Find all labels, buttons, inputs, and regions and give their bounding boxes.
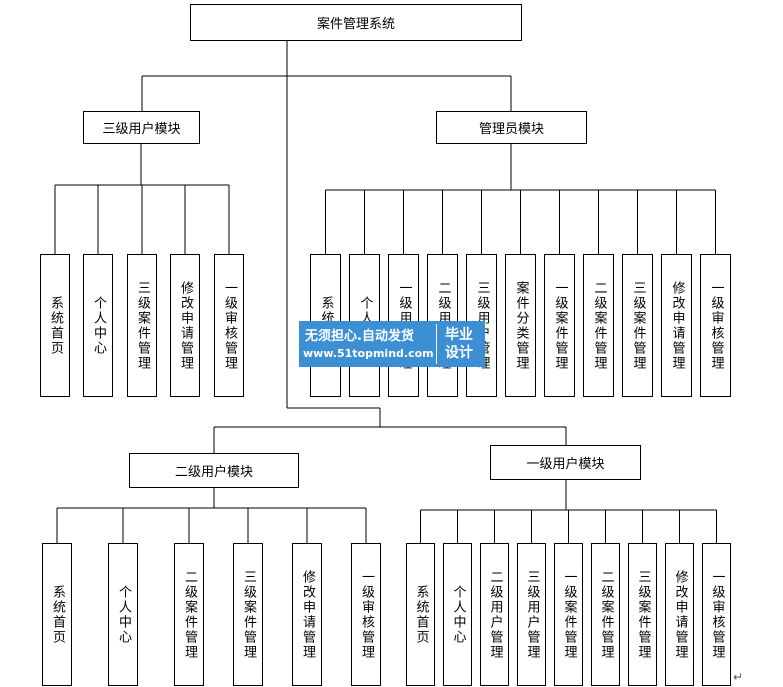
function-label: 系统首页	[50, 584, 65, 645]
function-label: 个人中心	[450, 584, 466, 645]
function-label: 一级案件管理	[561, 569, 577, 660]
level1-function-8: 修改申请管理	[665, 543, 694, 686]
function-label: 一级审核管理	[709, 569, 725, 660]
function-label: 二级用户管理	[487, 569, 503, 660]
function-label: 三级案件管理	[635, 569, 651, 660]
level3-function-2: 个人中心	[83, 254, 113, 397]
watermark-url: www.51topmind.com	[303, 347, 434, 360]
function-label: 个人中心	[91, 295, 106, 356]
module-level3-user: 三级用户模块	[83, 111, 200, 144]
function-label: 二级案件管理	[598, 569, 614, 660]
function-label: 系统首页	[48, 295, 63, 356]
level1-function-1: 系统首页	[406, 543, 435, 686]
function-label: 修改申请管理	[672, 569, 688, 660]
function-label: 一级审核管理	[222, 280, 237, 371]
paragraph-return-mark: ↵	[733, 670, 744, 684]
admin-function-9: 三级案件管理	[622, 254, 653, 397]
level3-function-4: 修改申请管理	[170, 254, 200, 397]
level2-function-1: 系统首页	[42, 543, 72, 686]
function-label: 修改申请管理	[178, 280, 193, 371]
watermark-slogan: 无须担心.自动发货	[305, 329, 414, 344]
watermark-badge-bottom: 设计	[445, 345, 473, 361]
level1-function-2: 个人中心	[443, 543, 472, 686]
admin-function-7: 一级案件管理	[544, 254, 575, 397]
function-label: 三级案件管理	[241, 569, 256, 660]
level2-function-5: 修改申请管理	[292, 543, 322, 686]
module-level1-user: 一级用户模块	[490, 445, 641, 480]
admin-function-10: 修改申请管理	[661, 254, 692, 397]
level1-function-4: 三级用户管理	[517, 543, 546, 686]
function-label: 一级审核管理	[708, 280, 724, 371]
admin-function-6: 案件分类管理	[505, 254, 536, 397]
watermark-badge: 毕业 设计	[436, 324, 481, 364]
function-label: 二级案件管理	[591, 280, 607, 371]
admin-function-8: 二级案件管理	[583, 254, 614, 397]
level2-function-3: 二级案件管理	[174, 543, 204, 686]
function-label: 系统首页	[413, 584, 429, 645]
function-label: 三级案件管理	[630, 280, 646, 371]
function-label: 修改申请管理	[300, 569, 315, 660]
admin-function-11: 一级审核管理	[700, 254, 731, 397]
level3-function-5: 一级审核管理	[214, 254, 244, 397]
level1-function-6: 二级案件管理	[591, 543, 620, 686]
function-label: 三级用户管理	[524, 569, 540, 660]
function-label: 修改申请管理	[669, 280, 685, 371]
function-label: 一级案件管理	[552, 280, 568, 371]
function-label: 个人中心	[116, 584, 131, 645]
root-node: 案件管理系统	[190, 4, 522, 41]
module-admin: 管理员模块	[436, 111, 587, 144]
watermark-banner: 无须担心.自动发货 www.51topmind.com 毕业 设计	[299, 321, 485, 367]
function-label: 一级审核管理	[359, 569, 374, 660]
level2-function-6: 一级审核管理	[351, 543, 381, 686]
level2-function-2: 个人中心	[108, 543, 138, 686]
watermark-badge-top: 毕业	[445, 327, 473, 343]
level2-function-4: 三级案件管理	[233, 543, 263, 686]
level1-function-5: 一级案件管理	[554, 543, 583, 686]
level3-function-3: 三级案件管理	[127, 254, 157, 397]
level1-function-9: 一级审核管理	[702, 543, 731, 686]
function-label: 二级案件管理	[182, 569, 197, 660]
function-label: 案件分类管理	[513, 280, 529, 371]
level3-function-1: 系统首页	[40, 254, 70, 397]
level1-function-3: 二级用户管理	[480, 543, 509, 686]
function-label: 三级案件管理	[135, 280, 150, 371]
module-level2-user: 二级用户模块	[129, 453, 299, 488]
level1-function-7: 三级案件管理	[628, 543, 657, 686]
